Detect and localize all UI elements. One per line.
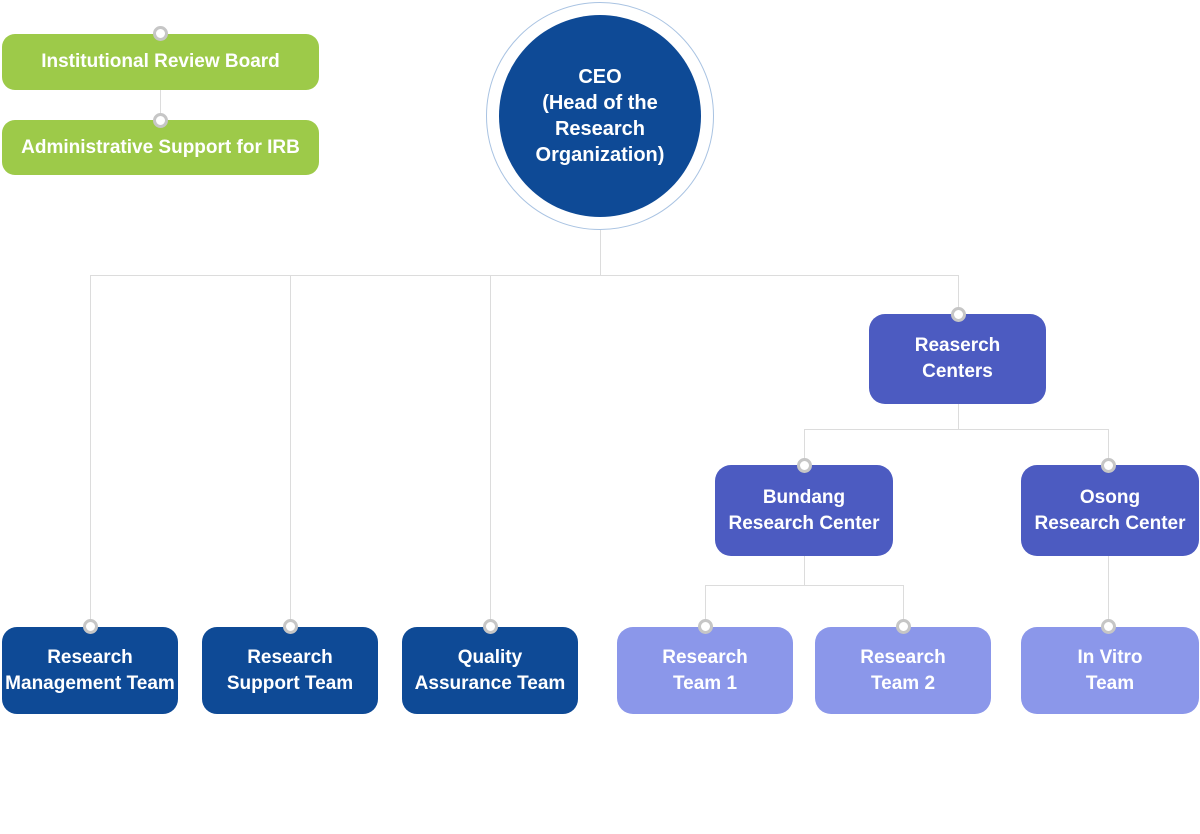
node-label: Bundang Research Center: [728, 486, 880, 534]
node-label: Research Management Team: [5, 646, 175, 694]
node-research-team-2: Research Team 2: [815, 627, 991, 714]
node-administrative-support-irb: Administrative Support for IRB: [2, 120, 319, 175]
node-label: Research Support Team: [226, 646, 354, 694]
connector-line: [958, 275, 959, 314]
connector-line: [600, 230, 601, 275]
connector-dot: [896, 619, 911, 634]
connector-line: [90, 275, 91, 620]
connector-line: [705, 585, 706, 620]
connector-dot: [483, 619, 498, 634]
node-research-support-team: Research Support Team: [202, 627, 378, 714]
node-research-management-team: Research Management Team: [2, 627, 178, 714]
connector-line: [1108, 556, 1109, 620]
connector-line: [705, 585, 903, 586]
connector-dot: [698, 619, 713, 634]
node-research-centers: Reaserch Centers: [869, 314, 1046, 404]
node-label: Quality Assurance Team: [414, 646, 566, 694]
node-label: Research Team 2: [860, 646, 946, 694]
connector-line: [90, 275, 958, 276]
node-label: Osong Research Center: [1034, 486, 1186, 534]
connector-line: [804, 429, 805, 465]
connector-dot: [1101, 458, 1116, 473]
node-label: Institutional Review Board: [41, 51, 280, 72]
node-institutional-review-board: Institutional Review Board: [2, 34, 319, 90]
connector-dot: [83, 619, 98, 634]
connector-line: [958, 404, 959, 429]
node-ceo: CEO (Head of the Research Organization): [499, 15, 701, 217]
connector-dot: [153, 26, 168, 41]
node-osong-research-center: Osong Research Center: [1021, 465, 1199, 556]
node-label: CEO (Head of the Research Organization): [535, 66, 665, 166]
node-label: Research Team 1: [662, 646, 748, 694]
connector-dot: [1101, 619, 1116, 634]
connector-dot: [283, 619, 298, 634]
connector-line: [1108, 429, 1109, 465]
connector-dot: [951, 307, 966, 322]
connector-line: [903, 585, 904, 620]
node-bundang-research-center: Bundang Research Center: [715, 465, 893, 556]
connector-line: [490, 275, 491, 620]
node-label: Administrative Support for IRB: [21, 136, 300, 158]
connector-dot: [153, 113, 168, 128]
connector-line: [160, 90, 161, 120]
connector-line: [804, 429, 1108, 430]
connector-line: [804, 556, 805, 585]
connector-dot: [797, 458, 812, 473]
node-in-vitro-team: In Vitro Team: [1021, 627, 1199, 714]
node-quality-assurance-team: Quality Assurance Team: [402, 627, 578, 714]
node-label: In Vitro Team: [1077, 646, 1143, 694]
ceo-circle-ring: [486, 2, 714, 230]
node-research-team-1: Research Team 1: [617, 627, 793, 714]
node-label: Reaserch Centers: [914, 335, 1001, 382]
connector-line: [290, 275, 291, 620]
